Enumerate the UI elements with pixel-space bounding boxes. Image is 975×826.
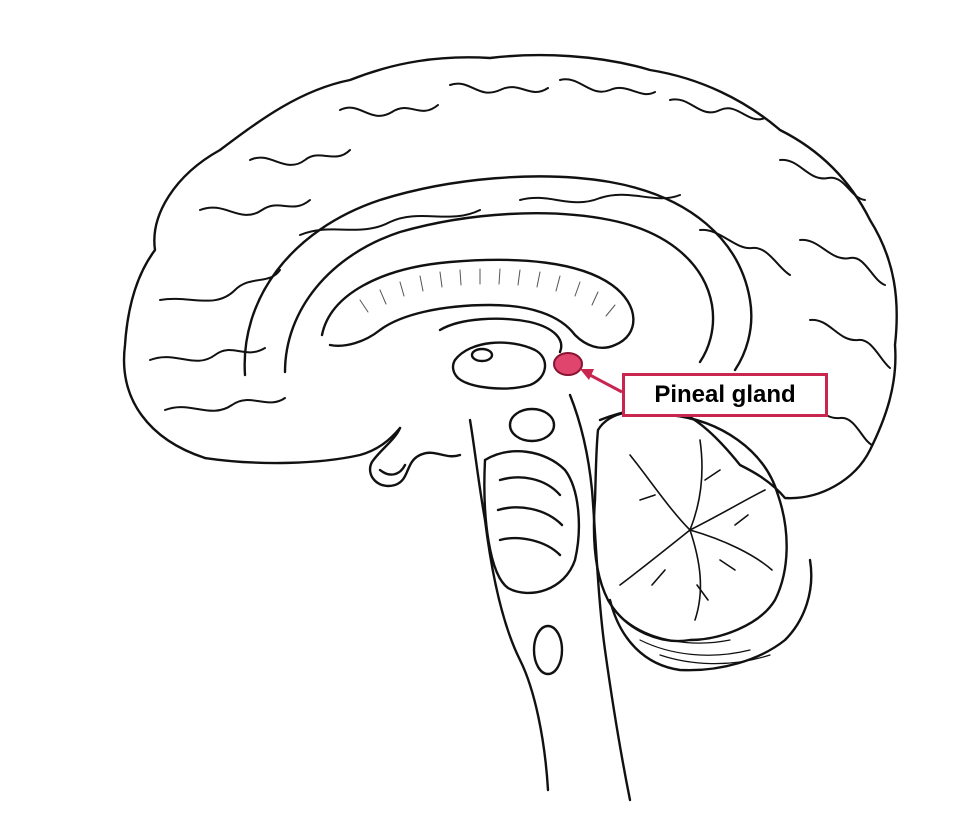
fornix [438,317,563,354]
thalamus [451,341,547,390]
cerebellum-outline [592,410,788,643]
callout-arrow [580,369,623,394]
brainstem-anterior [468,418,550,792]
callosum-striations [359,268,616,317]
cingulate-gyrus [243,175,753,377]
cerebellum-lower [608,558,813,672]
pineal-gland-highlight [553,352,583,376]
brainstem-posterior [568,393,632,802]
cerebrum-outline [122,53,898,500]
gyri-folds [149,78,891,446]
interthalamic-adhesion [470,347,494,363]
corpus-callosum [320,258,635,349]
hypothalamus [369,426,462,488]
pineal-gland-callout: Pineal gland [622,373,828,417]
olive [532,624,564,676]
pons [483,450,581,595]
arbor-vitae [619,439,773,621]
cerebrum-base [203,426,402,465]
pineal-gland-label: Pineal gland [654,381,796,408]
superior-colliculus [508,407,556,443]
